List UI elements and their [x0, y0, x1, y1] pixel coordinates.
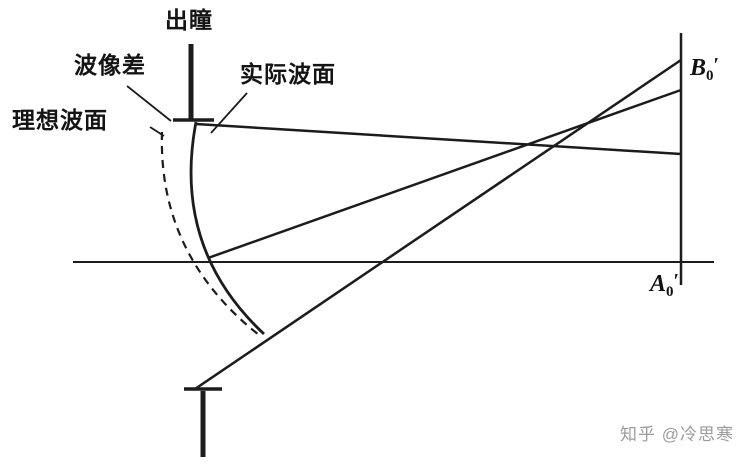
a0-prime: ′: [673, 270, 680, 292]
b0-prime: ′: [713, 54, 720, 76]
ideal-wavefront-leader-line: [149, 126, 165, 137]
zhihu-watermark: 知乎 @冷思寒: [620, 425, 734, 444]
actual-wavefront-label: 实际波面: [240, 61, 336, 87]
middle-ray-line: [207, 88, 682, 260]
b0-letter: B: [690, 55, 707, 81]
axis-point-a0-label: A0′: [650, 270, 679, 301]
ideal-wavefront-label: 理想波面: [12, 107, 108, 133]
a0-letter: A: [650, 271, 667, 297]
upper-ray-line: [195, 122, 682, 156]
image-point-b0-label: B0′: [690, 54, 719, 85]
exit-pupil-label: 出瞳: [165, 7, 213, 33]
actual-wavefront-leader-line: [210, 92, 248, 134]
wave-aberration-leader-line: [126, 85, 172, 122]
a0-subscript: 0: [666, 284, 674, 300]
ideal-wavefront-curve: [160, 131, 260, 336]
wave-aberration-label: 波像差: [74, 52, 146, 78]
b0-subscript: 0: [706, 68, 714, 84]
lower-marginal-ray-line: [194, 58, 682, 391]
actual-wavefront-curve: [189, 121, 265, 336]
